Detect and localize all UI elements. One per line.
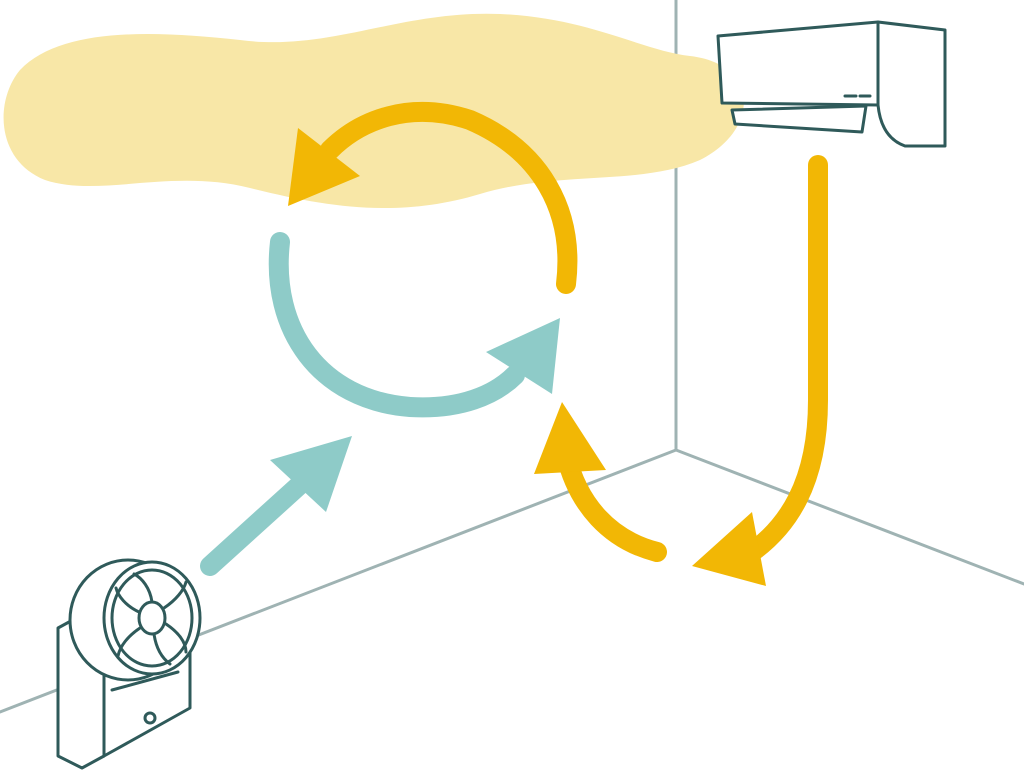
downflow-arrowhead	[692, 512, 766, 586]
ac-louver	[730, 104, 868, 134]
upper-circulation-arrow	[320, 102, 578, 294]
fan-grille-inner	[110, 568, 194, 668]
fan-airflow-arrow	[200, 470, 315, 576]
cold-air-downflow-arrow	[730, 155, 828, 570]
fan-blades	[114, 572, 188, 666]
fan-hub	[137, 600, 167, 636]
lower-circulation-arrowhead	[486, 318, 560, 394]
floor-return-arrowhead	[534, 402, 606, 474]
circulator-fan	[56, 558, 202, 770]
upper-circulation-arrowhead	[288, 128, 360, 206]
fan-airflow-arrowhead	[270, 436, 352, 512]
warm-arrows	[288, 102, 828, 586]
cool-arrows	[200, 232, 560, 576]
fan-base-slot	[110, 670, 180, 692]
floor-right-line	[674, 448, 1024, 586]
fan-power-button	[143, 711, 157, 725]
lower-circulation-arrow	[268, 232, 525, 418]
air-conditioner	[716, 20, 947, 148]
